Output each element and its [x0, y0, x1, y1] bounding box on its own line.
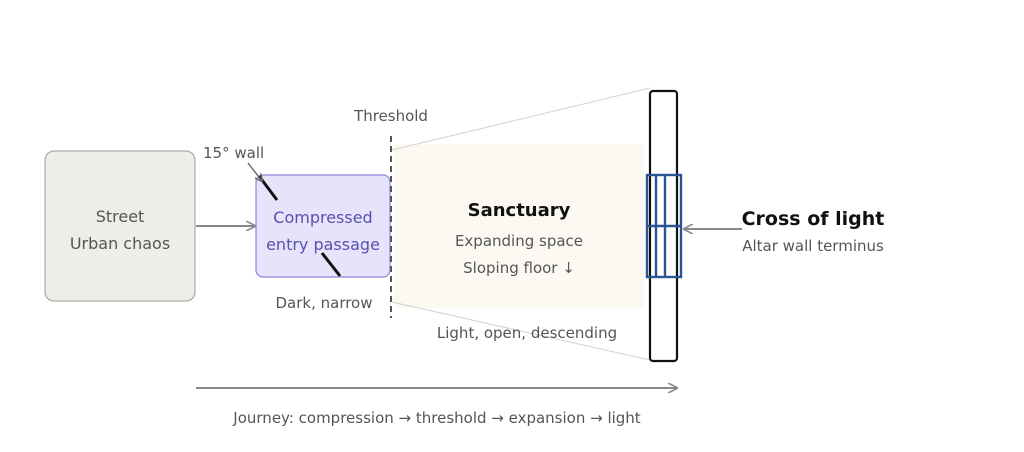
sanctuary-line2: Sloping floor ↓: [463, 259, 575, 277]
entry-note: Dark, narrow: [275, 294, 372, 312]
entry-sublabel: entry passage: [266, 235, 380, 254]
street-sublabel: Urban chaos: [70, 234, 170, 253]
sanctuary-title: Sanctuary: [468, 200, 571, 221]
sanctuary-area: [394, 144, 644, 308]
wall-segment-bottom: [320, 252, 342, 277]
journey-label: Journey: compression → threshold → expan…: [232, 409, 641, 427]
entry-label: Compressed: [273, 208, 372, 227]
street-box: [44, 150, 196, 302]
wall-angle-label: 15° wall: [203, 144, 264, 162]
threshold-label: Threshold: [353, 107, 428, 125]
sanctuary-note: Light, open, descending: [437, 324, 617, 342]
wall-angle-pointer: [247, 162, 262, 181]
sanctuary-lower-edge: [391, 301, 651, 361]
cross-subtitle: Altar wall terminus: [742, 237, 884, 255]
sanctuary-upper-edge: [391, 87, 651, 151]
sanctuary-line1: Expanding space: [455, 232, 583, 250]
cross-title: Cross of light: [742, 208, 885, 230]
street-label: Street: [96, 207, 145, 226]
